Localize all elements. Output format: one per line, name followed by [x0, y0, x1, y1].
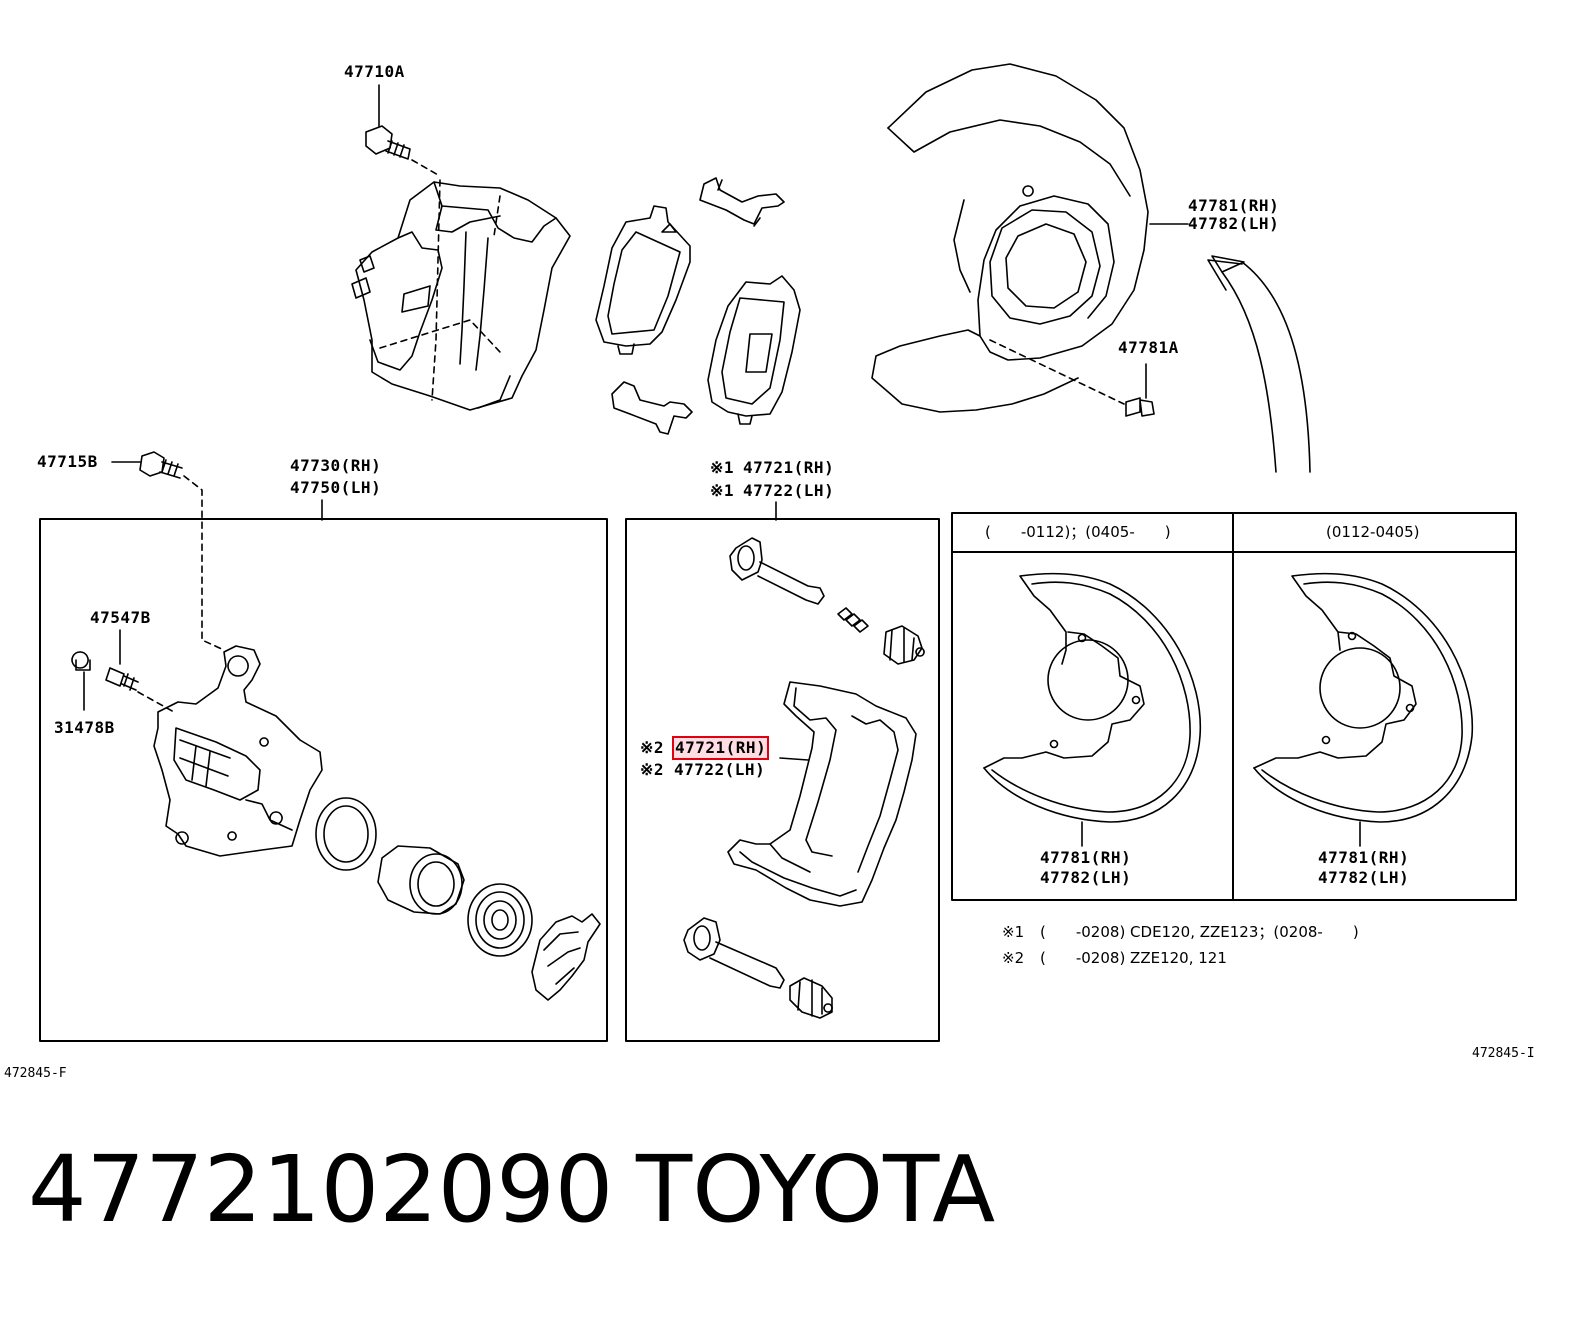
label-cylinder-rh: 47730(RH): [290, 456, 382, 475]
variant-b-header: (0112-0405): [1326, 523, 1420, 541]
label-bolt-47715b: 47715B: [37, 452, 98, 471]
part-number: 4772102090: [28, 1136, 614, 1243]
cylinder-box: [39, 518, 608, 1042]
shield-variant-a-drawing: [983, 572, 1202, 847]
variant-a-rh: 47781(RH): [1040, 848, 1132, 867]
variant-b-rh: 47781(RH): [1318, 848, 1410, 867]
note-mark-2b: ※2: [640, 760, 665, 779]
note-1-mark: ※1: [1002, 923, 1025, 941]
brake-pads-drawing: [595, 177, 801, 435]
variant-b-lh: 47782(LH): [1318, 868, 1410, 887]
variant-table: [951, 512, 1517, 901]
variant-a-lh: 47782(LH): [1040, 868, 1132, 887]
note-1-text: ( -0208) CDE120, ZZE123；(0208- ): [1040, 923, 1359, 941]
mounting-kit-drawing: [683, 537, 925, 1019]
shield-variant-b-drawing: [1253, 572, 1474, 847]
note-mark-2a: ※2: [640, 738, 665, 757]
curved-arrow: [1207, 255, 1311, 473]
ref-code-right: 472845-I: [1472, 1046, 1535, 1061]
dust-shield-top-drawing: [871, 63, 1189, 417]
caliper-top-drawing: [351, 84, 571, 411]
label-mount-mid-lh: 47722(LH): [674, 760, 766, 779]
label-mount-top-lh: 47722(LH): [743, 481, 835, 500]
label-shield-bolt: 47781A: [1118, 338, 1179, 357]
mounting-box: [625, 518, 940, 1042]
note-2-mark: ※2: [1002, 949, 1025, 967]
label-bleeder: 47547B: [90, 608, 151, 627]
label-shield-rh: 47781(RH): [1188, 196, 1280, 215]
caliper-cylinder-drawing: [71, 629, 601, 1001]
label-mount-mid-rh-highlight[interactable]: 47721(RH): [672, 736, 770, 760]
label-mount-top-rh: 47721(RH): [743, 458, 835, 477]
label-shield-lh: 47782(LH): [1188, 214, 1280, 233]
note-mark-1b: ※1: [710, 481, 735, 500]
note-mark-1a: ※1: [710, 458, 735, 477]
brand-name: TOYOTA: [636, 1136, 996, 1243]
variant-a-header: ( -0112)；(0405- ): [985, 523, 1171, 541]
note-2-text: ( -0208) ZZE120, 121: [1040, 949, 1227, 967]
ref-code-left: 472845-F: [4, 1066, 67, 1081]
label-cap: 31478B: [54, 718, 115, 737]
label-cylinder-lh: 47750(LH): [290, 478, 382, 497]
label-bolt-47710a: 47710A: [344, 62, 405, 81]
